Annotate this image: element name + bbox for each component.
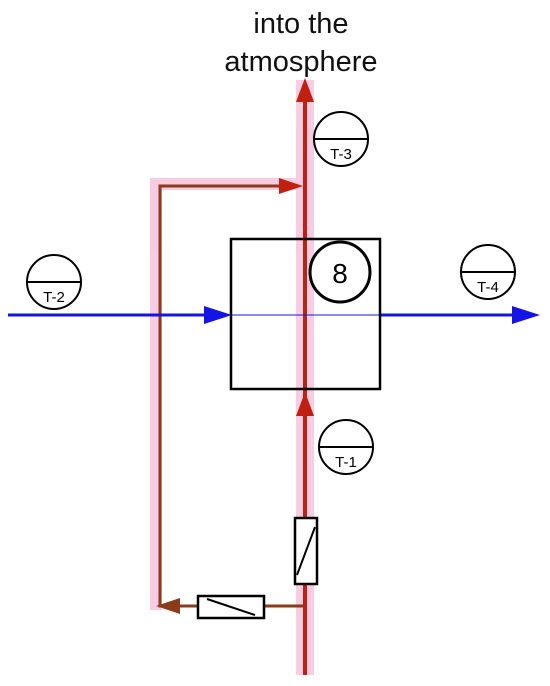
sensor-t4: T-4	[460, 244, 516, 300]
horizontal-valve-slash	[206, 598, 256, 616]
water-outlet-arrow	[512, 306, 540, 324]
heat-exchanger-unit	[229, 237, 382, 391]
sensor-t4-label: T-4	[477, 279, 499, 296]
outlet-label-line1: into the	[253, 8, 348, 40]
inlet-arrow	[296, 392, 314, 416]
sensor-t1: T-1	[318, 419, 374, 475]
water-inlet-arrow	[204, 306, 232, 324]
sensor-t3: T-3	[313, 111, 369, 167]
unit-number: 8	[332, 258, 348, 289]
outlet-label-line2: atmosphere	[224, 46, 377, 78]
sensor-t2-label: T-2	[43, 289, 65, 306]
sensor-t2: T-2	[26, 254, 82, 310]
outlet-arrow	[296, 78, 314, 102]
vertical-valve-slash	[296, 526, 316, 576]
bypass-arrow-top	[279, 178, 303, 194]
bypass-arrow-bottom	[156, 598, 180, 614]
unit-number-circle	[308, 240, 372, 304]
sensor-t1-label: T-1	[335, 454, 357, 471]
bypass-line	[158, 184, 305, 608]
sensor-t3-label: T-3	[330, 146, 352, 163]
